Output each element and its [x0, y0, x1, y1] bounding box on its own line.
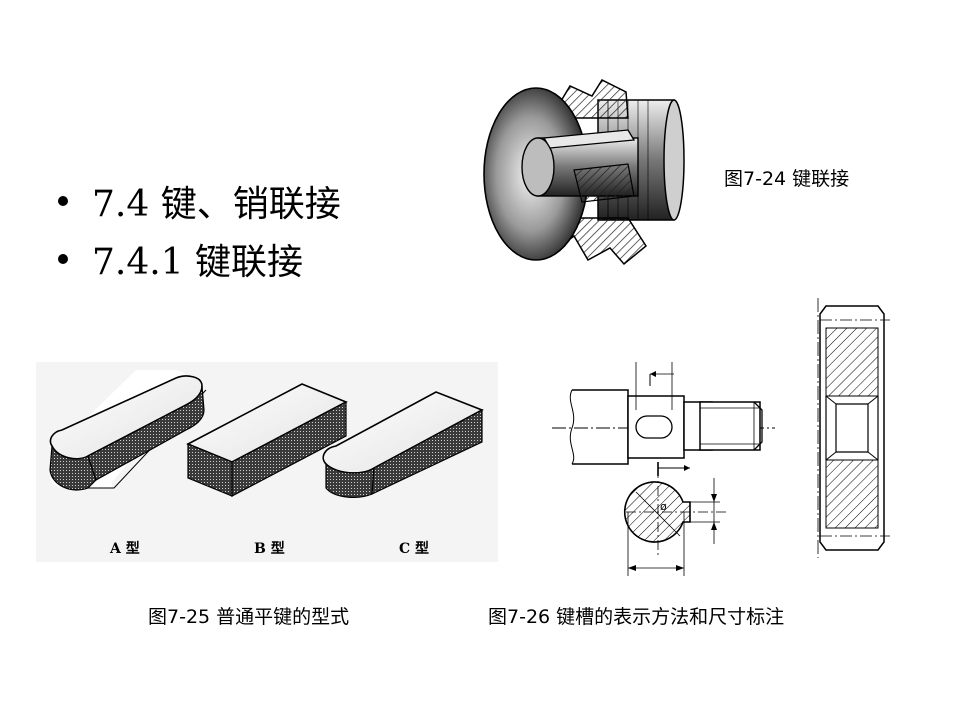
- bullet-list: 7.4 键、销联接 7.4.1 键联接: [58, 172, 341, 288]
- bullet-item: 7.4 键、销联接: [58, 172, 341, 230]
- section-heading: 7.4 键、销联接: [92, 184, 341, 225]
- keyway-drawing-image: ø: [550, 298, 900, 580]
- key-type-a-label: A 型: [110, 541, 140, 557]
- bullet-dot-icon: [58, 196, 68, 206]
- diameter-symbol: ø: [660, 500, 667, 513]
- key-type-c-label: C 型: [399, 541, 430, 557]
- figure-caption: 图7-24 键联接: [724, 168, 850, 190]
- subsection-heading: 7.4.1 键联接: [92, 242, 304, 283]
- bullet-item: 7.4.1 键联接: [58, 230, 341, 288]
- bullet-dot-icon: [58, 254, 68, 264]
- figure-caption: 图7-25 普通平键的型式: [148, 606, 350, 628]
- key-type-b-label: B 型: [254, 541, 285, 557]
- flat-key-types-image: [36, 362, 498, 562]
- figure-caption: 图7-26 键槽的表示方法和尺寸标注: [488, 606, 785, 628]
- key-connection-image: [478, 78, 688, 268]
